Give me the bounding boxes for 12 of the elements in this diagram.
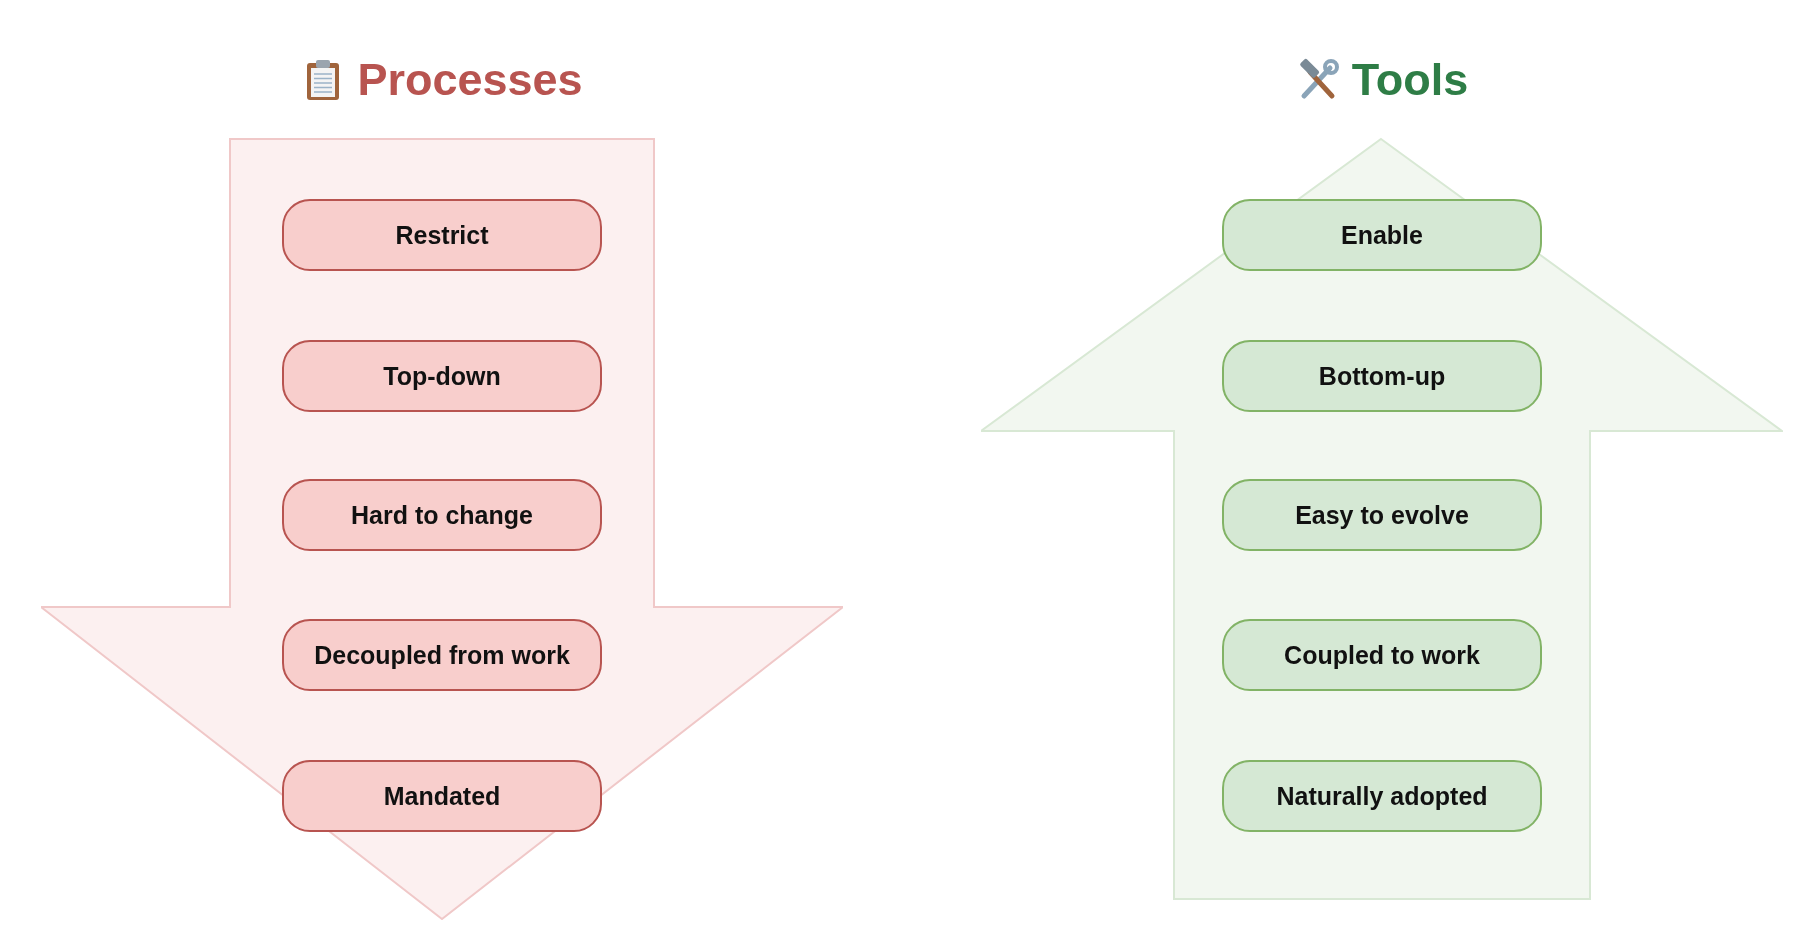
pill-box: Easy to evolve: [1222, 479, 1542, 551]
pill-box: Enable: [1222, 199, 1542, 271]
pill-box: Bottom-up: [1222, 340, 1542, 412]
pill-box: Naturally adopted: [1222, 760, 1542, 832]
pill-box: Restrict: [282, 199, 602, 271]
pill-box: Mandated: [282, 760, 602, 832]
pill-box: Top-down: [282, 340, 602, 412]
pill-box: Decoupled from work: [282, 619, 602, 691]
group-heading: Processes: [357, 54, 583, 106]
pill-box: Hard to change: [282, 479, 602, 551]
pill-box: Coupled to work: [1222, 619, 1542, 691]
group-heading: Tools: [1351, 54, 1469, 106]
